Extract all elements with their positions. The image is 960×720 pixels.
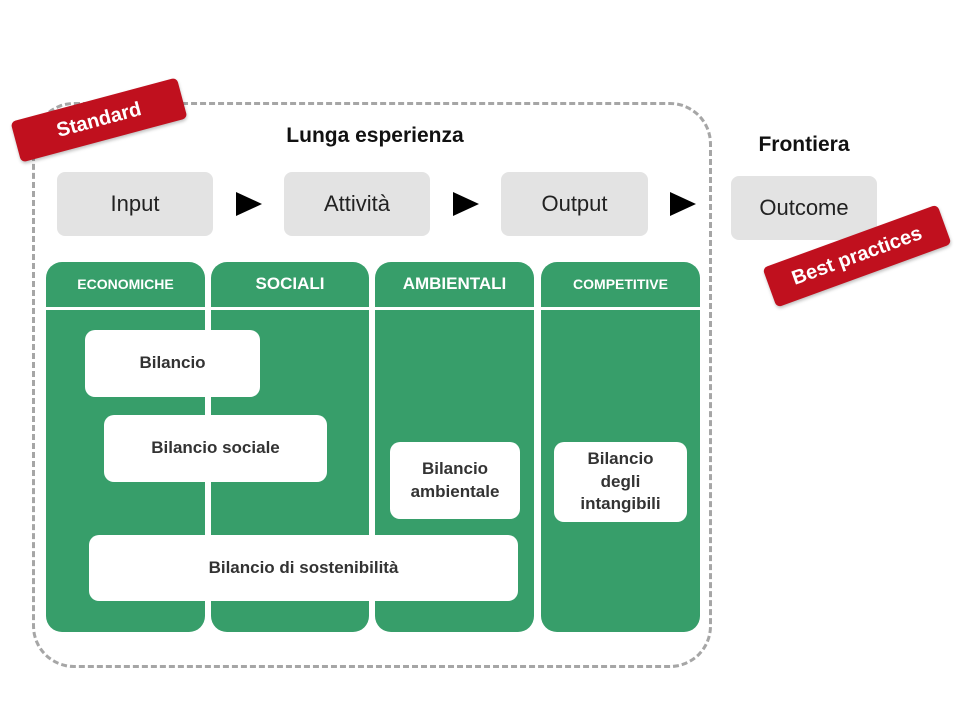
play-arrow-icon — [670, 192, 696, 216]
column-divider — [541, 307, 700, 310]
column-divider — [375, 307, 534, 310]
play-arrow-icon — [236, 192, 262, 216]
report-bilancio-sociale-label: Bilancio sociale — [151, 438, 280, 458]
report-bilancio-ambientale-label: Bilancio ambientale — [410, 459, 500, 501]
column-divider — [211, 307, 369, 310]
report-bilancio: Bilancio — [85, 330, 260, 397]
report-bilancio-sociale: Bilancio sociale — [104, 415, 327, 482]
column-header-competitive: COMPETITIVE — [573, 276, 668, 292]
frontier-heading: Frontiera — [758, 133, 850, 156]
flow-step-outcome: Outcome — [731, 176, 877, 240]
report-bilancio-ambientale: Bilancio ambientale — [390, 442, 520, 519]
column-header-ambientali: AMBIENTALI — [402, 274, 507, 293]
report-bilancio-intangibili-label: Bilancio degli intangibili — [580, 449, 661, 514]
play-arrow-icon — [453, 192, 479, 216]
report-bilancio-label: Bilancio — [139, 353, 206, 373]
flow-step-input: Input — [57, 172, 213, 236]
column-header-economiche: ECONOMICHE — [77, 276, 174, 292]
report-bilancio-sostenibilita: Bilancio di sostenibilità — [89, 535, 518, 601]
flow-step-attivita: Attività — [284, 172, 430, 236]
report-bilancio-sostenibilita-label: Bilancio di sostenibilità — [208, 557, 399, 577]
column-divider — [46, 307, 205, 310]
report-bilancio-intangibili: Bilancio degli intangibili — [554, 442, 687, 522]
flow-step-output: Output — [501, 172, 648, 236]
long-experience-heading: Lunga esperienza — [286, 124, 464, 147]
standard-area-frame — [32, 102, 712, 668]
column-header-sociali: SOCIALI — [255, 274, 325, 293]
